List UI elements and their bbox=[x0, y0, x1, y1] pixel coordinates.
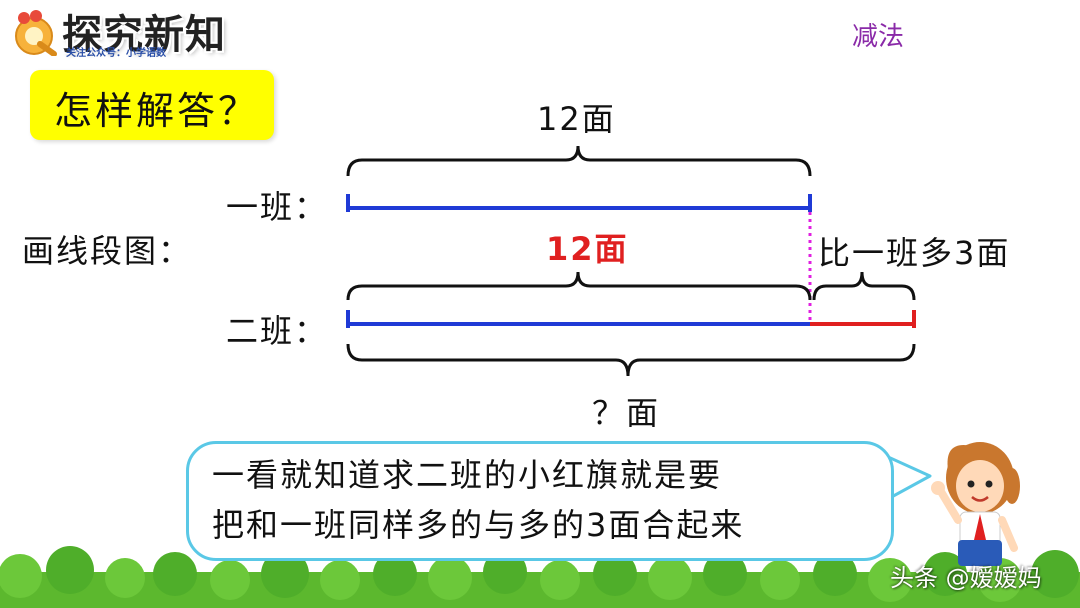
middle-same-label: 12面 bbox=[546, 230, 629, 268]
same-brace bbox=[346, 271, 812, 301]
tip-line-1: 一看就知道求二班的小红旗就是要 bbox=[212, 456, 723, 494]
bubble-tail bbox=[885, 454, 932, 502]
topic-label: 减法 bbox=[852, 22, 905, 52]
extra-brace bbox=[812, 271, 916, 301]
question-text: 怎样解答？ bbox=[54, 89, 260, 133]
tip-bubble bbox=[186, 441, 894, 561]
more-label: 比一班多3面 bbox=[818, 234, 1011, 272]
top-brace bbox=[346, 145, 812, 177]
row2-label: 二班： bbox=[226, 312, 329, 350]
page-title: 探究新知 bbox=[62, 12, 226, 58]
bottom-brace bbox=[346, 343, 916, 377]
top-total-label: 12面 bbox=[537, 100, 616, 138]
grass-decoration bbox=[0, 546, 1080, 608]
watermark: 头条 @嫒嫒妈 bbox=[890, 564, 1042, 592]
question-box bbox=[30, 70, 274, 140]
bottom-total-label: ？面 bbox=[592, 394, 661, 432]
method-label: 画线段图： bbox=[22, 232, 193, 270]
girl-character-icon bbox=[931, 442, 1020, 566]
tip-line-2: 把和一班同样多的与多的3面合起来 bbox=[212, 506, 745, 544]
row1-label: 一班： bbox=[226, 188, 329, 226]
page-subtitle: 关注公众号：小学语数 bbox=[66, 48, 166, 59]
header-logo-icon bbox=[10, 8, 62, 57]
